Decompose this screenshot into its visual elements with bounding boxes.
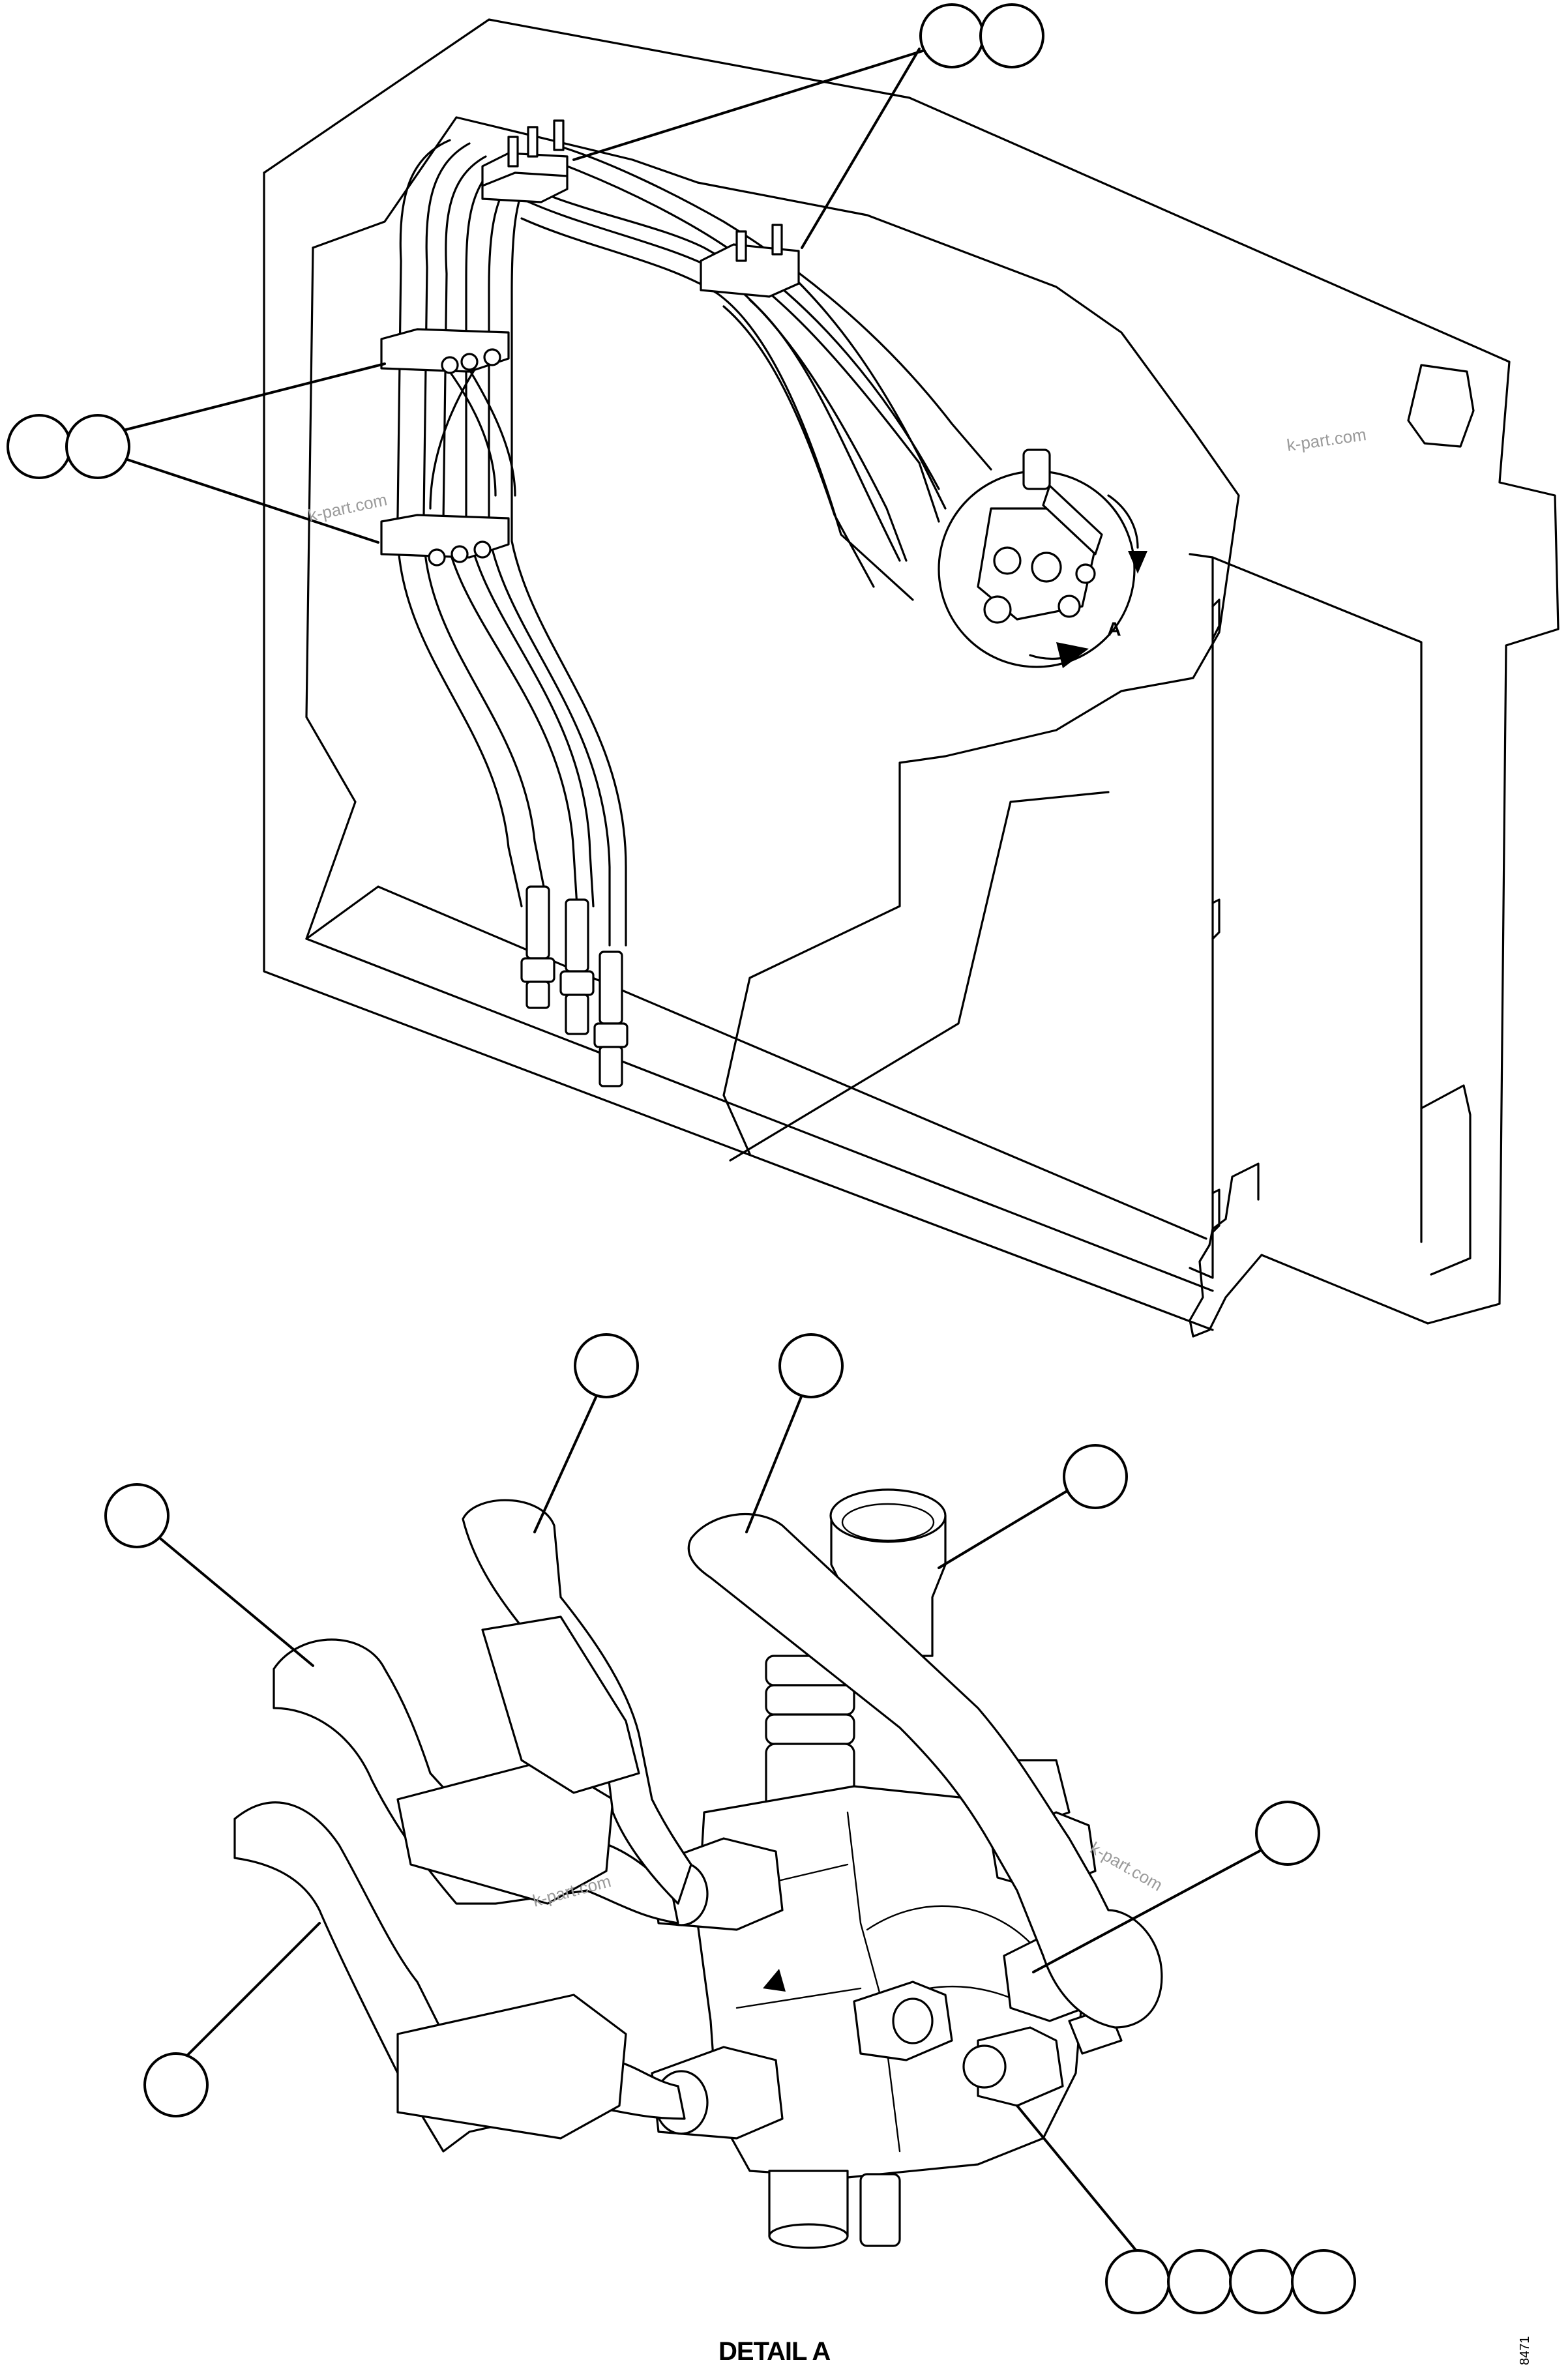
balloon-detail-2[interactable]: [778, 1333, 844, 1398]
balloon-detail-1[interactable]: [574, 1333, 639, 1398]
balloon-detail-8[interactable]: [1167, 2249, 1232, 2314]
valve-detail-callout: A: [938, 449, 1147, 668]
drawing-reference: 8471: [1518, 2336, 1532, 2366]
balloon-detail-7[interactable]: [1105, 2249, 1170, 2314]
figure-caption: DETAIL A: [718, 2337, 830, 2366]
balloon-detail-6[interactable]: [143, 2052, 209, 2117]
balloon-detail-10[interactable]: [1291, 2249, 1356, 2314]
watermark-text-2: k-part.com: [306, 490, 389, 525]
hose-end-fittings: [520, 885, 629, 1087]
hose-clamps: [380, 119, 800, 567]
balloon-top-right-2[interactable]: [979, 3, 1044, 68]
detail-marker-label: A: [1107, 619, 1121, 640]
detail-a-balloons: [104, 1333, 1356, 2314]
upper-balloons: [7, 3, 1044, 544]
watermark-text-4: k-part.com: [1087, 1838, 1166, 1894]
cabinet-frame: [263, 18, 1560, 1338]
balloon-left-2[interactable]: [65, 414, 130, 479]
balloon-detail-5[interactable]: [1255, 1801, 1320, 1866]
watermark-text-1: k-part.com: [1286, 424, 1368, 455]
upper-hose-bundle: [396, 139, 992, 1087]
balloon-detail-3[interactable]: [1063, 1444, 1128, 1509]
balloon-left-1[interactable]: [7, 414, 72, 479]
balloon-detail-4[interactable]: [104, 1483, 170, 1548]
balloon-detail-9[interactable]: [1229, 2249, 1294, 2314]
balloon-top-right-1[interactable]: [919, 3, 984, 68]
detail-a-hoses: [233, 1499, 1163, 2153]
